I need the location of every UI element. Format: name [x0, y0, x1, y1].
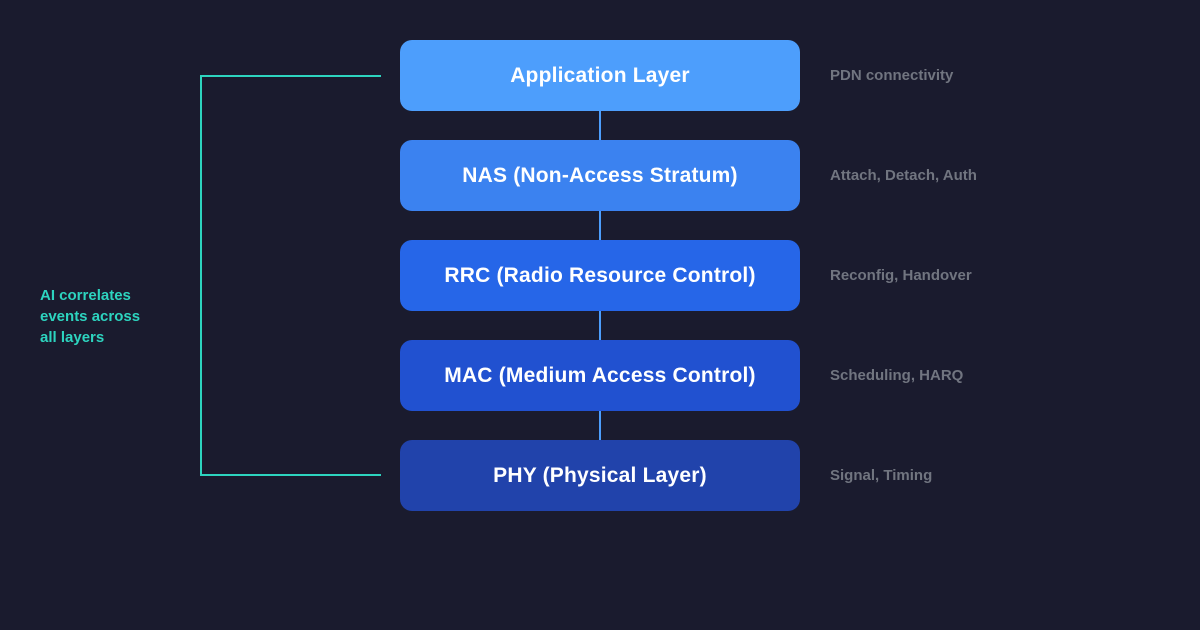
layer-label-mac: MAC (Medium Access Control): [444, 363, 756, 387]
bracket-vertical-line: [200, 75, 202, 476]
bracket-bottom-line: [200, 474, 381, 476]
layer-label-phy: PHY (Physical Layer): [493, 463, 707, 487]
connector-app-nas: [599, 111, 601, 140]
layer-box-application: Application Layer: [400, 40, 800, 111]
connector-rrc-mac: [599, 311, 601, 340]
connector-mac-phy: [599, 411, 601, 440]
connector-nas-rrc: [599, 211, 601, 240]
layer-box-mac: MAC (Medium Access Control): [400, 340, 800, 411]
layer-label-nas: NAS (Non-Access Stratum): [462, 163, 738, 187]
layer-label-rrc: RRC (Radio Resource Control): [444, 263, 756, 287]
layer-note-mac: Scheduling, HARQ: [830, 367, 964, 384]
bracket-top-line: [200, 75, 381, 77]
layer-note-nas: Attach, Detach, Auth: [830, 167, 977, 184]
layer-note-phy: Signal, Timing: [830, 467, 933, 484]
layer-label-application: Application Layer: [510, 63, 690, 87]
layer-box-rrc: RRC (Radio Resource Control): [400, 240, 800, 311]
ai-correlation-annotation: AI correlates events across all layers: [40, 287, 141, 346]
layer-note-rrc: Reconfig, Handover: [830, 267, 972, 284]
layer-box-nas: NAS (Non-Access Stratum): [400, 140, 800, 211]
layer-note-application: PDN connectivity: [830, 67, 954, 84]
layer-box-phy: PHY (Physical Layer): [400, 440, 800, 511]
